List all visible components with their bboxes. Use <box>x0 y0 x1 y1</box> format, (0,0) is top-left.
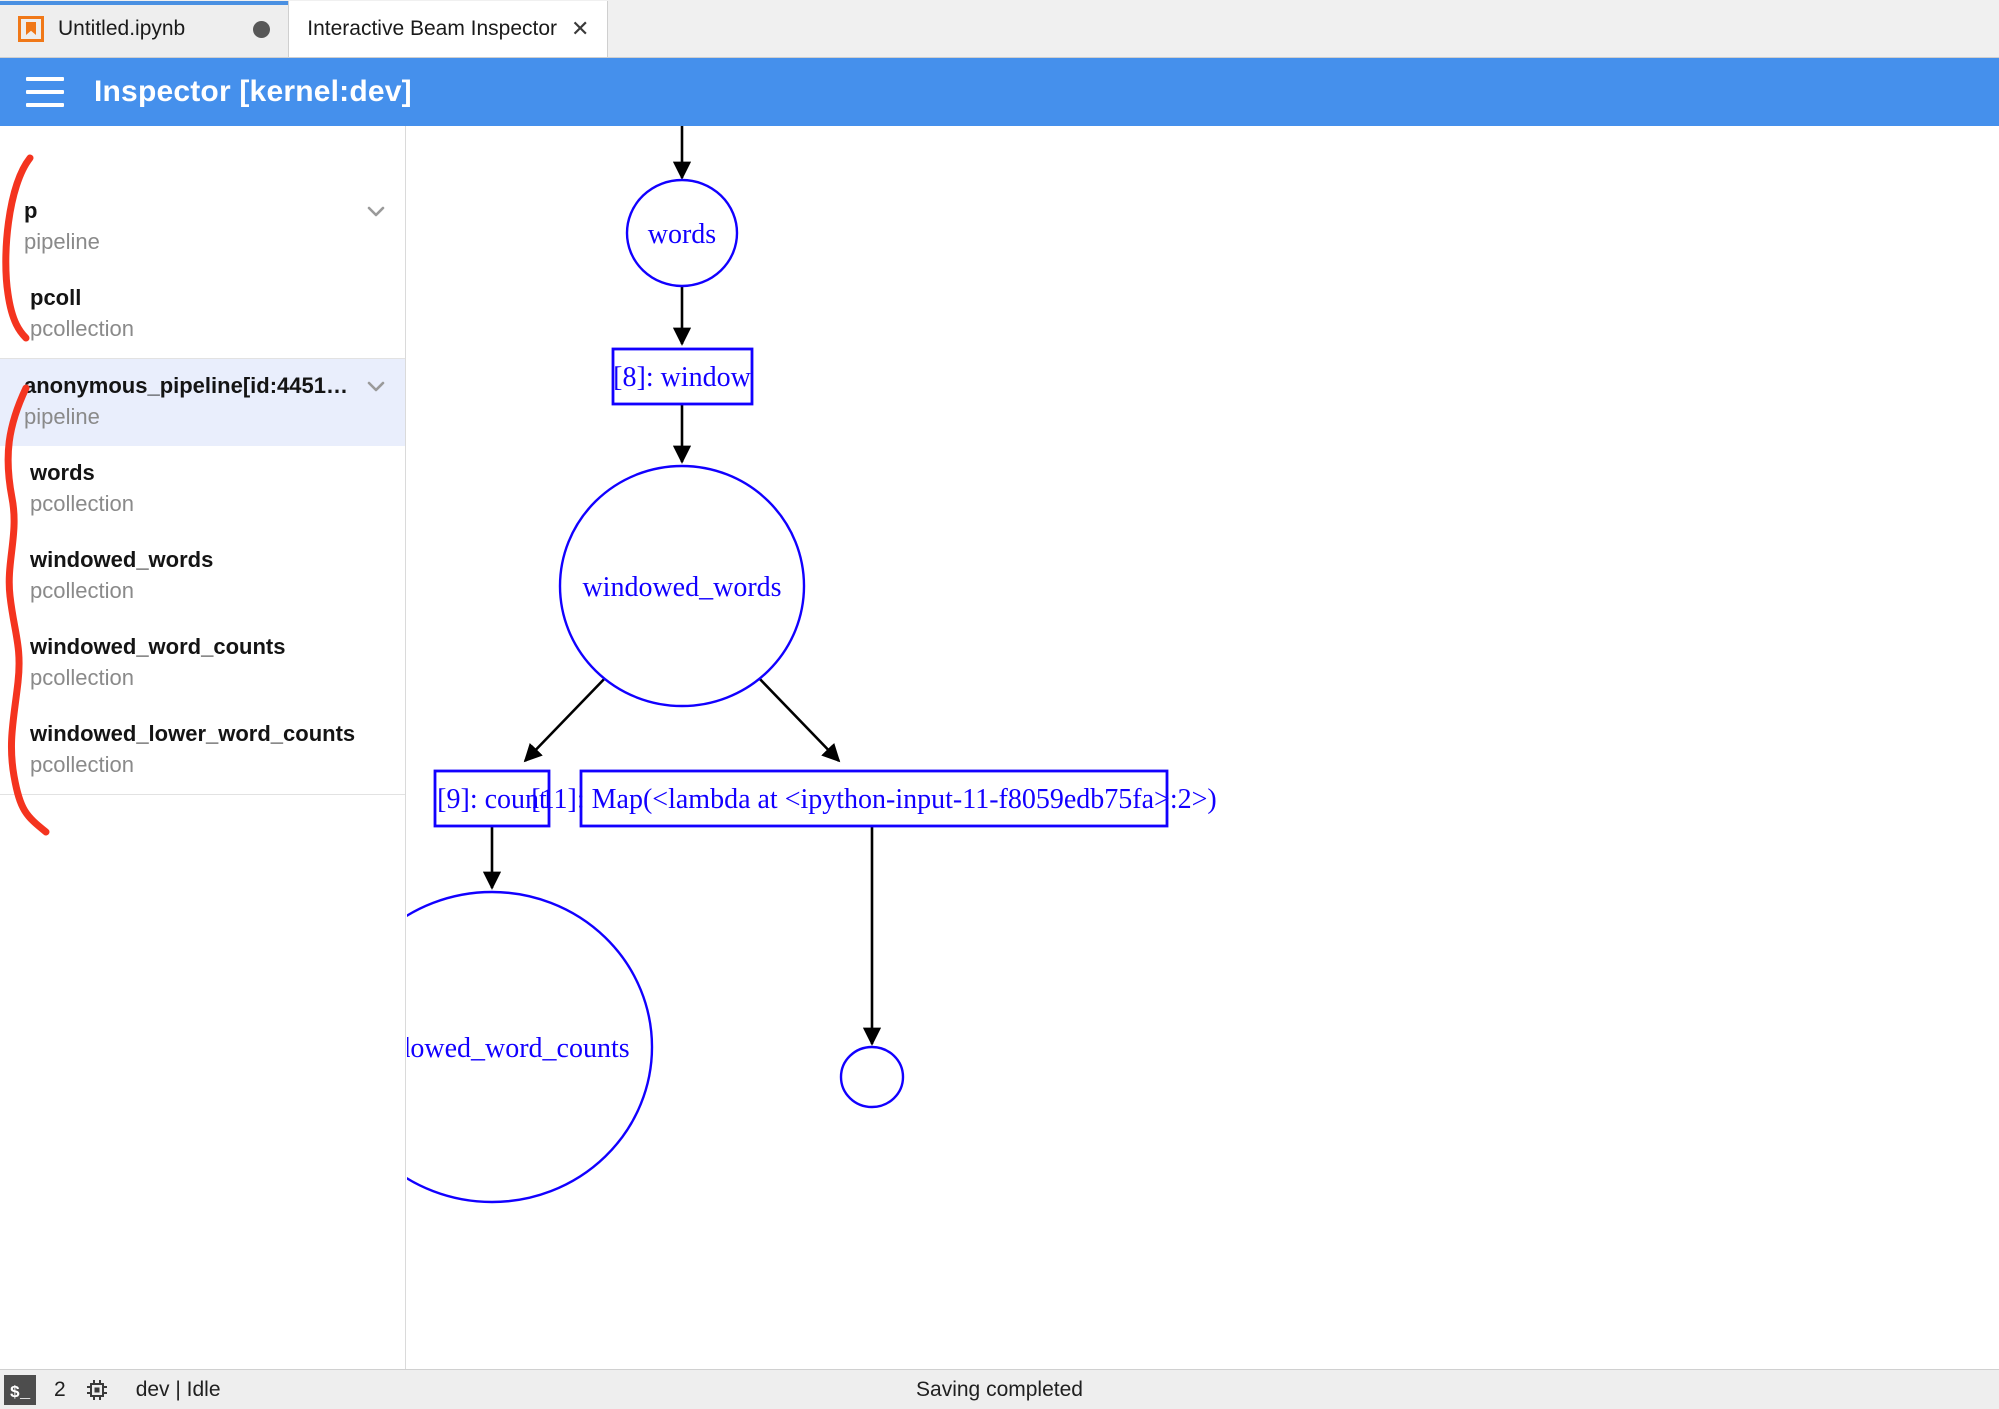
kernel-status[interactable]: dev | Idle <box>135 1377 221 1401</box>
sidebar-item-label: p <box>24 198 38 223</box>
sidebar-item-label: windowed_words <box>30 547 214 572</box>
save-status: Saving completed <box>916 1377 1083 1401</box>
graph-node-window[interactable]: [8]: window <box>611 347 754 406</box>
tab-label: Untitled.ipynb <box>58 17 186 40</box>
graph-edges <box>482 126 882 1046</box>
sidebar-item-pcoll[interactable]: pcoll pcollection <box>0 271 405 358</box>
sidebar-item-type: pcollection <box>30 316 134 341</box>
page-title: Inspector [kernel:dev] <box>94 75 412 108</box>
graph-node-label: windowed_words <box>582 572 781 603</box>
pipeline-graph: words [8]: window windowed_words [9]: co… <box>407 126 1217 1204</box>
body-area: p pipeline pcoll pcollection <box>0 126 1999 1369</box>
pipeline-graph-canvas[interactable]: words [8]: window windowed_words [9]: co… <box>407 126 1999 1369</box>
graph-node-unnamed-pcoll[interactable] <box>839 1045 905 1109</box>
graph-node-label: [9]: count <box>437 784 547 815</box>
inspectables-sidebar: p pipeline pcoll pcollection <box>0 126 406 1369</box>
tab-interactive-beam-inspector[interactable]: Interactive Beam Inspector ✕ <box>289 1 609 57</box>
sidebar-empty-region <box>0 794 405 1274</box>
sidebar-item-type: pcollection <box>30 578 134 603</box>
sidebar-item-label: windowed_word_counts <box>30 634 286 659</box>
graph-node-label: [11]: Map(<lambda at <ipython-input-11-f… <box>531 784 1216 815</box>
sidebar-item-type: pcollection <box>30 665 134 690</box>
sidebar-item-label: pcoll <box>30 285 82 310</box>
tab-untitled-notebook[interactable]: Untitled.ipynb <box>0 1 290 57</box>
sidebar-item-windowed-lower-word-counts[interactable]: windowed_lower_word_counts pcollection <box>0 707 405 794</box>
sidebar-item-words[interactable]: words pcollection <box>0 446 405 533</box>
sidebar-item-p[interactable]: p pipeline <box>0 184 405 271</box>
status-bar: $_ 2 dev | Idle Saving completed <box>0 1369 1999 1409</box>
sidebar-item-label: words <box>30 460 95 485</box>
graph-node-label: windowed_word_counts <box>407 1033 630 1064</box>
notebook-icon <box>18 16 44 42</box>
graph-node-map[interactable]: [11]: Map(<lambda at <ipython-input-11-f… <box>531 769 1217 828</box>
close-icon[interactable]: ✕ <box>571 16 590 41</box>
tab-bar: Untitled.ipynb Interactive Beam Inspecto… <box>0 0 1999 58</box>
edge-windowed-words-to-count <box>523 673 610 763</box>
tab-label: Interactive Beam Inspector <box>307 17 558 40</box>
sidebar-group-anonymous-pipeline: anonymous_pipeline[id:44516… pipeline wo… <box>0 358 405 794</box>
sidebar-group-p: p pipeline pcoll pcollection <box>0 184 405 358</box>
chevron-down-icon[interactable] <box>363 373 389 399</box>
cpu-chip-icon[interactable] <box>84 1377 110 1403</box>
graph-nodes: words [8]: window windowed_words [9]: co… <box>407 178 1217 1204</box>
sidebar-top-spacer <box>0 126 405 184</box>
sidebar-item-type: pipeline <box>24 404 100 429</box>
sidebar-item-windowed-word-counts[interactable]: windowed_word_counts pcollection <box>0 620 405 707</box>
sidebar-item-type: pipeline <box>24 229 100 254</box>
sidebar-item-anonymous-pipeline[interactable]: anonymous_pipeline[id:44516… pipeline <box>0 359 405 446</box>
graph-node-windowed-word-counts[interactable]: windowed_word_counts <box>407 890 654 1204</box>
graph-node-windowed-words[interactable]: windowed_words <box>558 464 806 708</box>
sidebar-item-type: pcollection <box>30 491 134 516</box>
terminal-count: 2 <box>54 1377 66 1401</box>
unsaved-changes-dot <box>253 20 271 38</box>
inspector-header: Inspector [kernel:dev] <box>0 58 1999 126</box>
sidebar-item-label: windowed_lower_word_counts <box>30 721 356 746</box>
sidebar-item-label: anonymous_pipeline[id:44516… <box>24 373 351 398</box>
sidebar-item-type: pcollection <box>30 752 134 777</box>
edge-windowed-words-to-map <box>754 673 841 763</box>
graph-node-label: words <box>648 219 716 250</box>
graph-node-count[interactable]: [9]: count <box>433 769 551 828</box>
graph-node-words[interactable]: words <box>625 178 739 288</box>
terminal-icon[interactable]: $_ <box>4 1374 36 1405</box>
graph-node-label: [8]: window <box>613 362 751 393</box>
hamburger-icon[interactable] <box>26 77 64 107</box>
chevron-down-icon[interactable] <box>363 198 389 224</box>
sidebar-item-windowed-words[interactable]: windowed_words pcollection <box>0 533 405 620</box>
